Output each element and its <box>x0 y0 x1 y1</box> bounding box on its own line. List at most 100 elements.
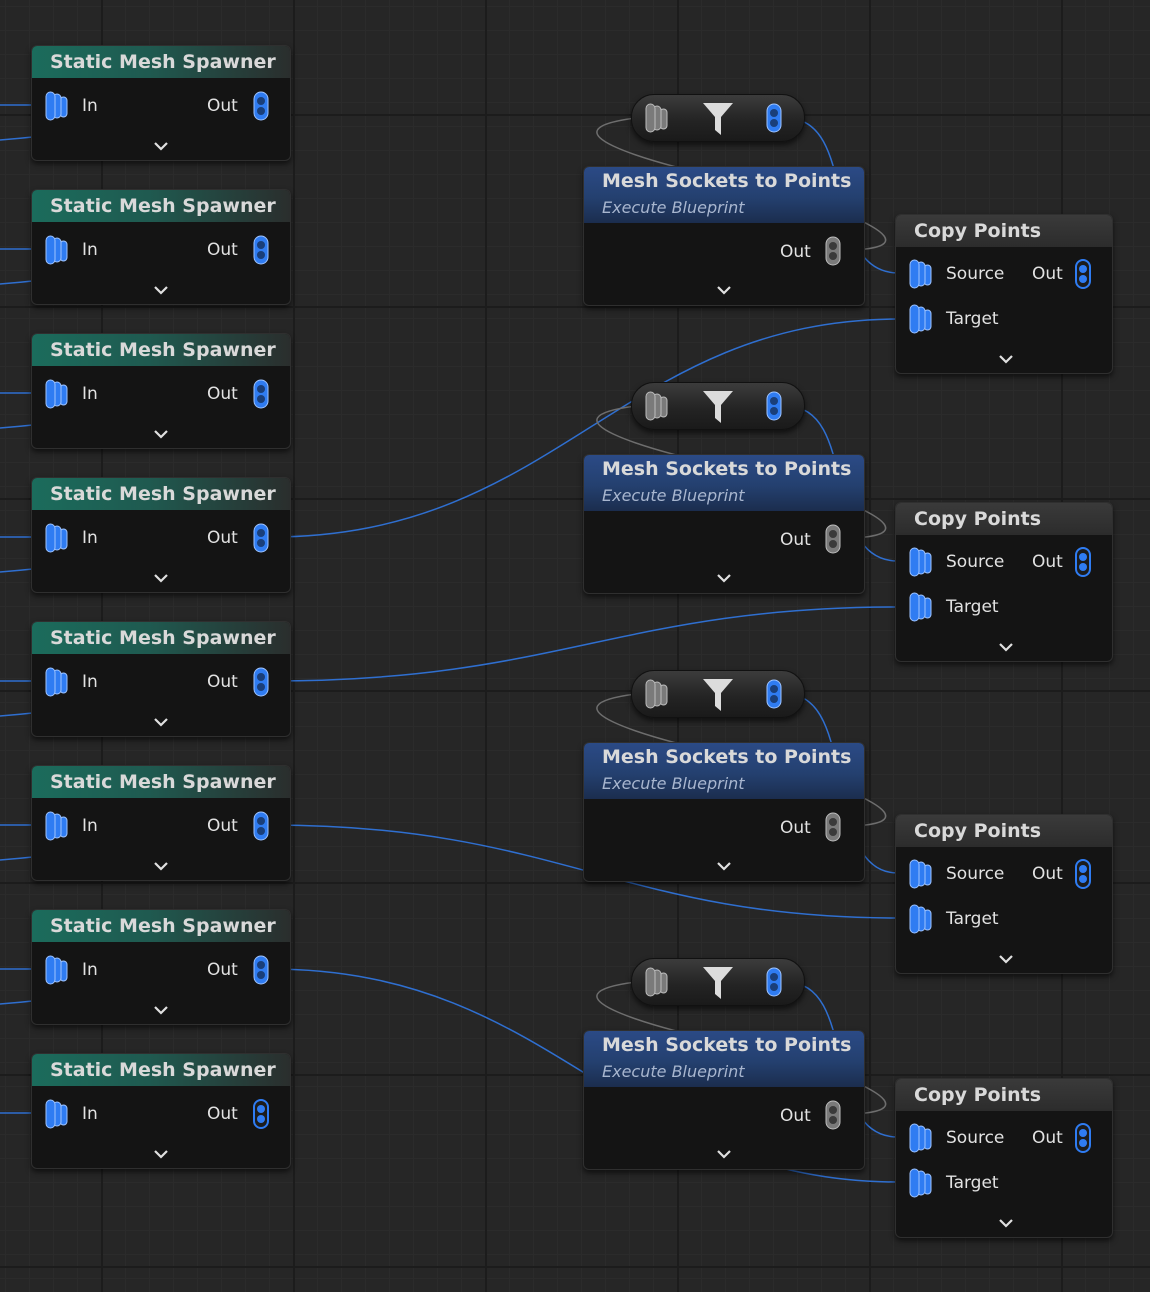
source-pin-icon[interactable] <box>908 259 934 289</box>
filter-node[interactable] <box>631 670 805 718</box>
out-pin-icon[interactable] <box>249 379 275 409</box>
chevron-down-icon[interactable] <box>153 861 169 871</box>
in-pin-icon[interactable] <box>44 811 70 841</box>
chevron-down-icon[interactable] <box>153 717 169 727</box>
out-pin-icon[interactable] <box>1071 547 1097 577</box>
in-pin-icon[interactable] <box>44 667 70 697</box>
filter-in-pin-icon[interactable] <box>644 679 670 709</box>
in-pin-icon[interactable] <box>44 235 70 265</box>
out-pin-icon[interactable] <box>249 667 275 697</box>
chevron-down-icon[interactable] <box>153 573 169 583</box>
in-pin-icon[interactable] <box>44 1099 70 1129</box>
out-pin-label: Out <box>1032 552 1063 572</box>
source-pin-icon[interactable] <box>908 547 934 577</box>
filter-out-pin-icon[interactable] <box>762 391 788 421</box>
target-pin-icon[interactable] <box>908 904 934 934</box>
source-pin-icon[interactable] <box>908 859 934 889</box>
mesh-sockets-to-points-node[interactable]: Mesh Sockets to Points Execute Blueprint… <box>583 742 865 882</box>
static-mesh-spawner-node[interactable]: Static Mesh Spawner In Out <box>31 477 291 593</box>
out-pin-icon[interactable] <box>249 91 275 121</box>
out-pin-icon[interactable] <box>249 811 275 841</box>
node-header: Mesh Sockets to Points Execute Blueprint <box>584 167 864 223</box>
node-header: Copy Points <box>896 815 1112 847</box>
out-pin-icon[interactable] <box>249 1099 275 1129</box>
in-pin-icon[interactable] <box>44 91 70 121</box>
copy-points-node[interactable]: Copy Points Source Out Target <box>895 214 1113 374</box>
out-pin-icon[interactable] <box>1071 859 1097 889</box>
out-pin-icon[interactable] <box>249 955 275 985</box>
chevron-down-icon[interactable] <box>153 1005 169 1015</box>
chevron-down-icon[interactable] <box>716 573 732 583</box>
chevron-down-icon[interactable] <box>998 954 1014 964</box>
static-mesh-spawner-node[interactable]: Static Mesh Spawner In Out <box>31 621 291 737</box>
filter-node[interactable] <box>631 94 805 142</box>
chevron-down-icon[interactable] <box>716 861 732 871</box>
out-pin-label: Out <box>207 384 238 404</box>
target-pin-icon[interactable] <box>908 304 934 334</box>
node-header: Mesh Sockets to Points Execute Blueprint <box>584 455 864 511</box>
chevron-down-icon[interactable] <box>716 285 732 295</box>
static-mesh-spawner-node[interactable]: Static Mesh Spawner In Out <box>31 909 291 1025</box>
out-pin-label: Out <box>207 672 238 692</box>
node-subtitle: Execute Blueprint <box>602 486 745 505</box>
filter-out-pin-icon[interactable] <box>762 679 788 709</box>
out-pin-icon[interactable] <box>821 236 847 266</box>
out-pin-icon[interactable] <box>821 524 847 554</box>
node-title: Static Mesh Spawner <box>50 627 276 649</box>
out-pin-icon[interactable] <box>249 235 275 265</box>
chevron-down-icon[interactable] <box>998 354 1014 364</box>
filter-in-pin-icon[interactable] <box>644 967 670 997</box>
filter-out-pin-icon[interactable] <box>762 103 788 133</box>
copy-points-node[interactable]: Copy Points Source Out Target <box>895 814 1113 974</box>
out-pin-label: Out <box>1032 864 1063 884</box>
wire <box>269 606 899 682</box>
source-pin-label: Source <box>946 864 1005 884</box>
filter-node[interactable] <box>631 958 805 1006</box>
target-pin-icon[interactable] <box>908 1168 934 1198</box>
filter-in-pin-icon[interactable] <box>644 103 670 133</box>
node-title: Mesh Sockets to Points <box>602 170 852 192</box>
static-mesh-spawner-node[interactable]: Static Mesh Spawner In Out <box>31 189 291 305</box>
in-pin-icon[interactable] <box>44 955 70 985</box>
chevron-down-icon[interactable] <box>998 642 1014 652</box>
in-pin-icon[interactable] <box>44 379 70 409</box>
node-header: Copy Points <box>896 215 1112 247</box>
node-header: Static Mesh Spawner <box>32 478 290 510</box>
static-mesh-spawner-node[interactable]: Static Mesh Spawner In Out <box>31 1053 291 1169</box>
out-pin-icon[interactable] <box>249 523 275 553</box>
out-pin-label: Out <box>1032 264 1063 284</box>
in-pin-icon[interactable] <box>44 523 70 553</box>
chevron-down-icon[interactable] <box>716 1149 732 1159</box>
out-pin-icon[interactable] <box>1071 259 1097 289</box>
filter-node[interactable] <box>631 382 805 430</box>
out-pin-label: Out <box>780 530 811 550</box>
out-pin-label: Out <box>780 818 811 838</box>
node-title: Copy Points <box>914 508 1042 530</box>
mesh-sockets-to-points-node[interactable]: Mesh Sockets to Points Execute Blueprint… <box>583 1030 865 1170</box>
source-pin-icon[interactable] <box>908 1123 934 1153</box>
filter-out-pin-icon[interactable] <box>762 967 788 997</box>
copy-points-node[interactable]: Copy Points Source Out Target <box>895 1078 1113 1238</box>
out-pin-icon[interactable] <box>821 1100 847 1130</box>
static-mesh-spawner-node[interactable]: Static Mesh Spawner In Out <box>31 45 291 161</box>
node-title: Copy Points <box>914 1084 1042 1106</box>
node-title: Static Mesh Spawner <box>50 915 276 937</box>
wire <box>269 318 899 538</box>
chevron-down-icon[interactable] <box>998 1218 1014 1228</box>
out-pin-icon[interactable] <box>1071 1123 1097 1153</box>
mesh-sockets-to-points-node[interactable]: Mesh Sockets to Points Execute Blueprint… <box>583 454 865 594</box>
in-pin-label: In <box>82 384 98 404</box>
mesh-sockets-to-points-node[interactable]: Mesh Sockets to Points Execute Blueprint… <box>583 166 865 306</box>
chevron-down-icon[interactable] <box>153 141 169 151</box>
node-title: Mesh Sockets to Points <box>602 1034 852 1056</box>
chevron-down-icon[interactable] <box>153 1149 169 1159</box>
static-mesh-spawner-node[interactable]: Static Mesh Spawner In Out <box>31 765 291 881</box>
chevron-down-icon[interactable] <box>153 285 169 295</box>
target-pin-icon[interactable] <box>908 592 934 622</box>
node-title: Static Mesh Spawner <box>50 51 276 73</box>
out-pin-icon[interactable] <box>821 812 847 842</box>
filter-in-pin-icon[interactable] <box>644 391 670 421</box>
copy-points-node[interactable]: Copy Points Source Out Target <box>895 502 1113 662</box>
static-mesh-spawner-node[interactable]: Static Mesh Spawner In Out <box>31 333 291 449</box>
chevron-down-icon[interactable] <box>153 429 169 439</box>
